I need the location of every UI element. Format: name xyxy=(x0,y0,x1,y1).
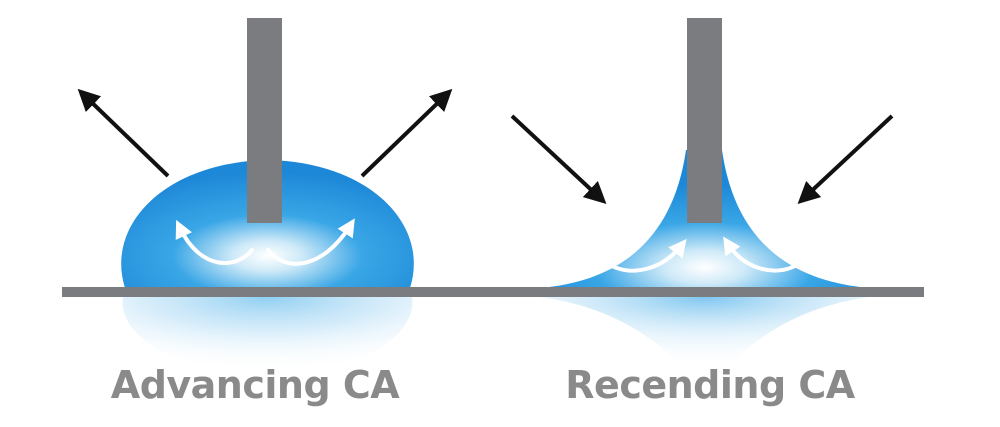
receding-droplet-reflection xyxy=(540,297,870,375)
advancing-force-arrow-left-icon xyxy=(77,88,170,178)
receding-flow-arrow-right-icon xyxy=(723,236,797,273)
advancing-droplet-reflection xyxy=(122,297,413,375)
receding-flow-arrow-left-icon xyxy=(610,238,687,273)
receding-ca-caption: Recending CA xyxy=(565,363,855,407)
advancing-panel xyxy=(77,18,453,375)
substrate-surface xyxy=(62,287,924,297)
advancing-flow-arrow-right-icon xyxy=(266,218,355,266)
receding-panel xyxy=(510,18,894,375)
advancing-flow-arrow-left-icon xyxy=(175,219,254,265)
receding-force-arrow-right-icon xyxy=(797,114,894,204)
advancing-needle xyxy=(247,18,282,223)
advancing-droplet xyxy=(121,160,414,288)
receding-needle xyxy=(687,18,722,223)
advancing-ca-caption: Advancing CA xyxy=(110,363,400,407)
advancing-force-arrow-right-icon xyxy=(360,88,453,178)
receding-force-arrow-left-icon xyxy=(510,114,607,204)
